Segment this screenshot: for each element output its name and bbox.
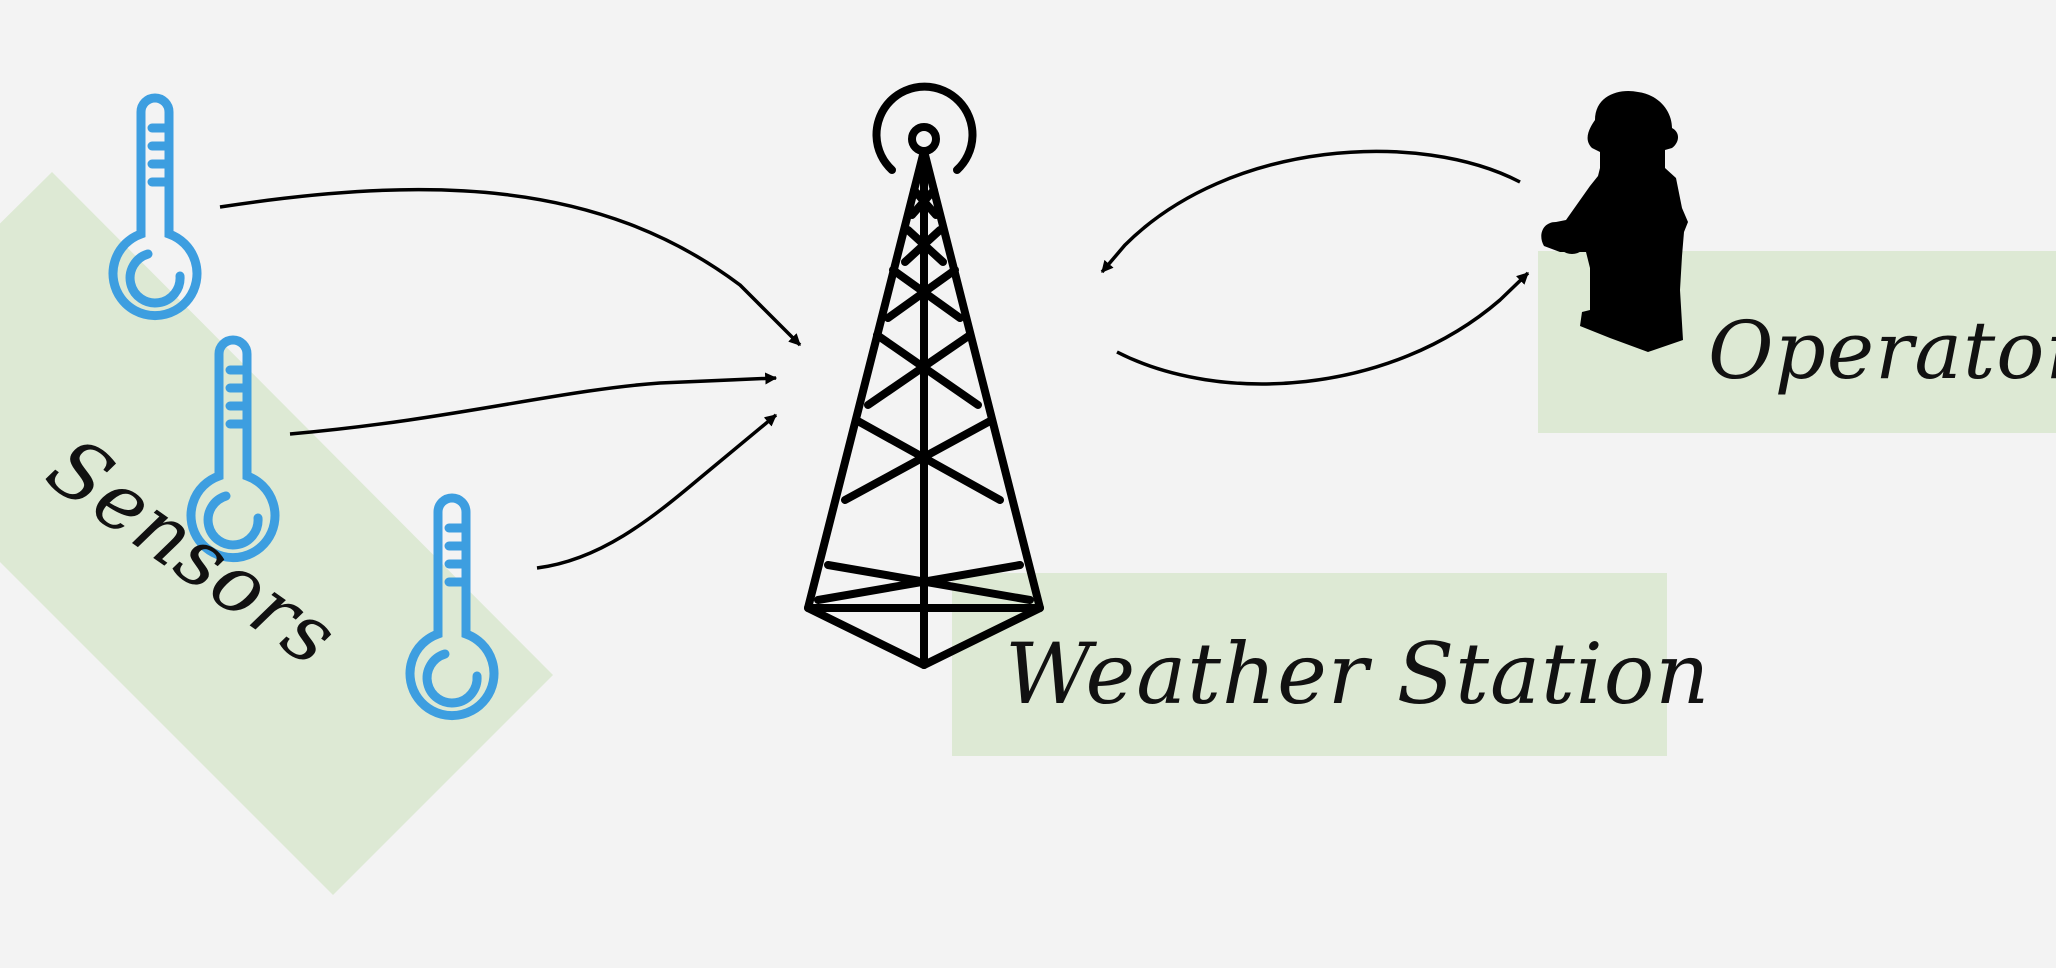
sensors-highlight-box xyxy=(0,172,553,895)
arrow-sensor-3-to-station xyxy=(536,413,778,570)
arrow-operator-to-station xyxy=(1100,149,1521,274)
thermometer-icon xyxy=(108,93,202,321)
person-silhouette-icon xyxy=(1541,90,1688,353)
sensor-2 xyxy=(186,335,280,563)
weather-station-label: Weather Station xyxy=(1005,625,1710,723)
thermometer-icon xyxy=(405,493,499,721)
arrow-sensor-1-to-station xyxy=(219,187,802,347)
sensor-3 xyxy=(405,493,499,721)
weather-station-highlight-box xyxy=(952,573,1667,756)
arrow-sensor-2-to-station xyxy=(289,372,778,436)
thermometer-icon xyxy=(186,335,280,563)
sensor-1 xyxy=(108,93,202,321)
radio-tower-icon xyxy=(804,82,1044,669)
arrow-station-to-operator xyxy=(1116,271,1530,386)
operator-label: Operator xyxy=(1708,304,2056,397)
